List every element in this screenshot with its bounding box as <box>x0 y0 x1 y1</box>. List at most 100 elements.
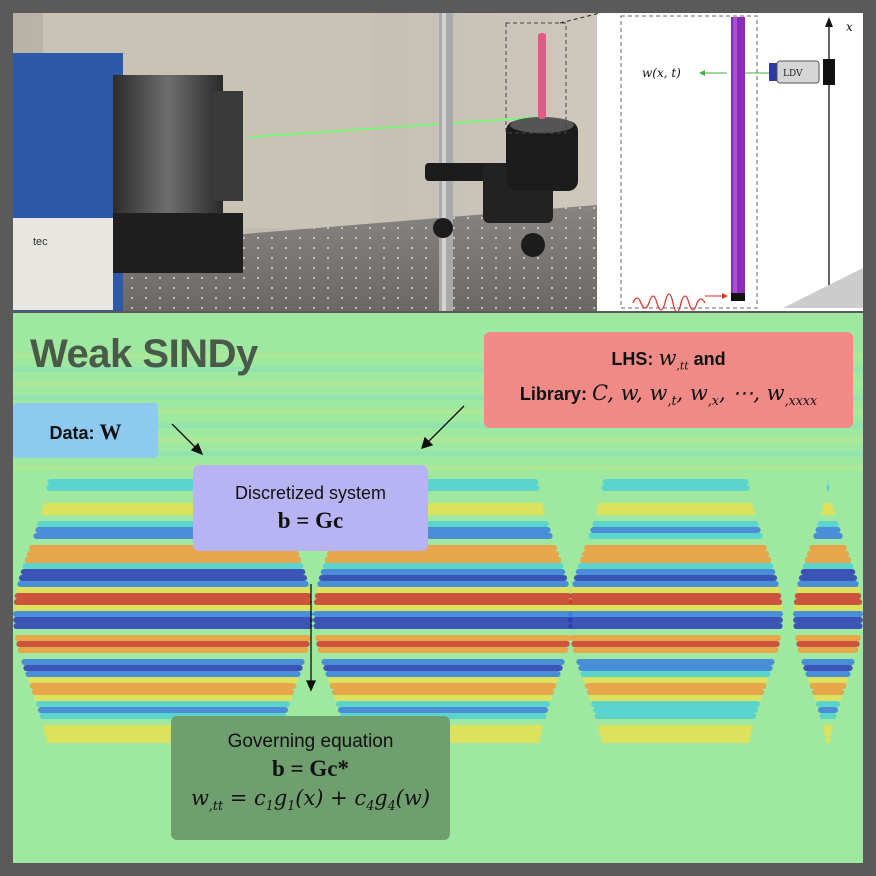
wave-stripe <box>826 485 830 491</box>
wave-stripe <box>793 605 863 611</box>
schematic-panel: w(x, t) LDV x <box>597 13 863 313</box>
wave-stripe <box>329 683 557 689</box>
wave-stripe <box>584 545 767 551</box>
governing-result: w,tt = c1g1(x) + c4g4(w) <box>171 786 450 813</box>
wave-stripe <box>568 605 783 611</box>
wave-ripple <box>13 353 863 358</box>
wave-stripe <box>568 611 783 617</box>
wave-stripe <box>572 581 779 587</box>
wave-stripe <box>796 641 860 647</box>
wave-stripe <box>806 551 850 557</box>
wave-stripe <box>797 647 859 653</box>
wave-stripe <box>824 731 832 737</box>
result-rhs-5: (w) <box>395 786 431 810</box>
wave-stripe <box>801 659 855 665</box>
wavefield-background <box>13 313 863 863</box>
wave-stripe <box>598 725 753 731</box>
wave-stripe <box>313 599 573 605</box>
wave-stripe <box>15 587 311 593</box>
arrow-data-to-system <box>171 423 199 451</box>
wave-stripe <box>568 599 783 605</box>
library-prefix: Library: <box>519 383 587 404</box>
wave-stripe <box>815 527 841 533</box>
wave-stripe <box>827 479 829 485</box>
wave-stripe <box>323 665 563 671</box>
wave-stripe <box>317 581 569 587</box>
wave-stripe <box>334 695 552 701</box>
wave-stripe <box>568 623 783 629</box>
wave-stripe <box>17 647 309 653</box>
wave-stripe <box>15 635 311 641</box>
lhs-suffix: and <box>693 349 726 369</box>
wave-stripe <box>802 563 854 569</box>
wave-stripe <box>811 689 845 695</box>
discretized-equation: b = Gc <box>277 508 344 533</box>
wave-stripe <box>601 485 750 491</box>
wavefield-bands <box>13 353 863 743</box>
wave-stripe <box>599 731 752 737</box>
wave-stripe <box>572 647 779 653</box>
result-rhs-1: = c <box>223 786 266 810</box>
result-rhs-3: (x) + c <box>295 786 367 810</box>
discretized-label: Discretized system <box>234 483 387 503</box>
wave-stripe <box>22 563 304 569</box>
wave-stripe <box>814 695 842 701</box>
schematic-illustration: w(x, t) LDV x <box>597 13 863 313</box>
wave-stripe <box>816 701 840 707</box>
governing-box: Governing equation b = Gc* w,tt = c1g1(x… <box>171 716 450 840</box>
wave-stripe <box>17 581 309 587</box>
wave-stripe <box>14 593 312 599</box>
wave-stripe <box>797 581 859 587</box>
data-box: Data: W <box>13 403 158 458</box>
wave-stripe <box>809 545 847 551</box>
data-label: Data: <box>49 423 95 443</box>
library-box: LHS: w,tt and Library: C, w, w,t, w,x, ⋯… <box>484 332 853 428</box>
wave-stripe <box>321 659 565 665</box>
wave-stripe <box>315 587 571 593</box>
wave-stripe <box>575 569 776 575</box>
result-sub-1b: 1 <box>287 798 296 814</box>
wave-stripe <box>34 695 292 701</box>
wave-stripe <box>313 605 573 611</box>
wave-stripe <box>13 605 313 611</box>
wave-stripe <box>324 557 562 563</box>
wave-stripe <box>590 527 761 533</box>
library-mid: , w <box>676 380 708 405</box>
wave-ripple <box>13 423 863 428</box>
wave-stripe <box>570 587 781 593</box>
wave-stripe <box>13 623 313 629</box>
wave-stripe <box>29 683 297 689</box>
wave-stripe <box>571 641 780 647</box>
wave-stripe <box>798 575 858 581</box>
result-rhs-4: g <box>374 786 388 810</box>
library-sub-xxxx: ,xxxx <box>784 392 818 408</box>
wave-stripe <box>326 551 560 557</box>
displacement-label: w(x, t) <box>642 66 681 80</box>
wave-stripe <box>793 623 863 629</box>
wave-ripple <box>13 465 863 470</box>
wave-stripe <box>325 671 561 677</box>
wave-ripple <box>13 409 863 414</box>
wave-stripe <box>804 557 852 563</box>
data-symbol: W <box>99 419 122 444</box>
wave-stripe <box>580 671 771 677</box>
wave-stripe <box>595 509 756 515</box>
wave-stripe <box>13 617 313 623</box>
library-sub-x: ,x <box>707 392 719 408</box>
library-terms: C, w, w <box>591 380 668 405</box>
wave-stripe <box>314 593 572 599</box>
wave-stripe <box>800 569 856 575</box>
wave-stripe <box>592 707 759 713</box>
wave-stripe <box>794 593 862 599</box>
arrow-library-to-system <box>425 405 465 445</box>
wave-stripe <box>21 659 305 665</box>
page-title: Weak SINDy <box>30 332 258 376</box>
result-sub-4b: 4 <box>387 798 396 814</box>
wave-stripe <box>570 635 781 641</box>
wave-stripe <box>807 677 849 683</box>
wave-stripe <box>592 521 759 527</box>
wave-stripe <box>793 599 863 605</box>
lhs-prefix: LHS: <box>611 349 654 369</box>
wave-stripe <box>320 569 566 575</box>
